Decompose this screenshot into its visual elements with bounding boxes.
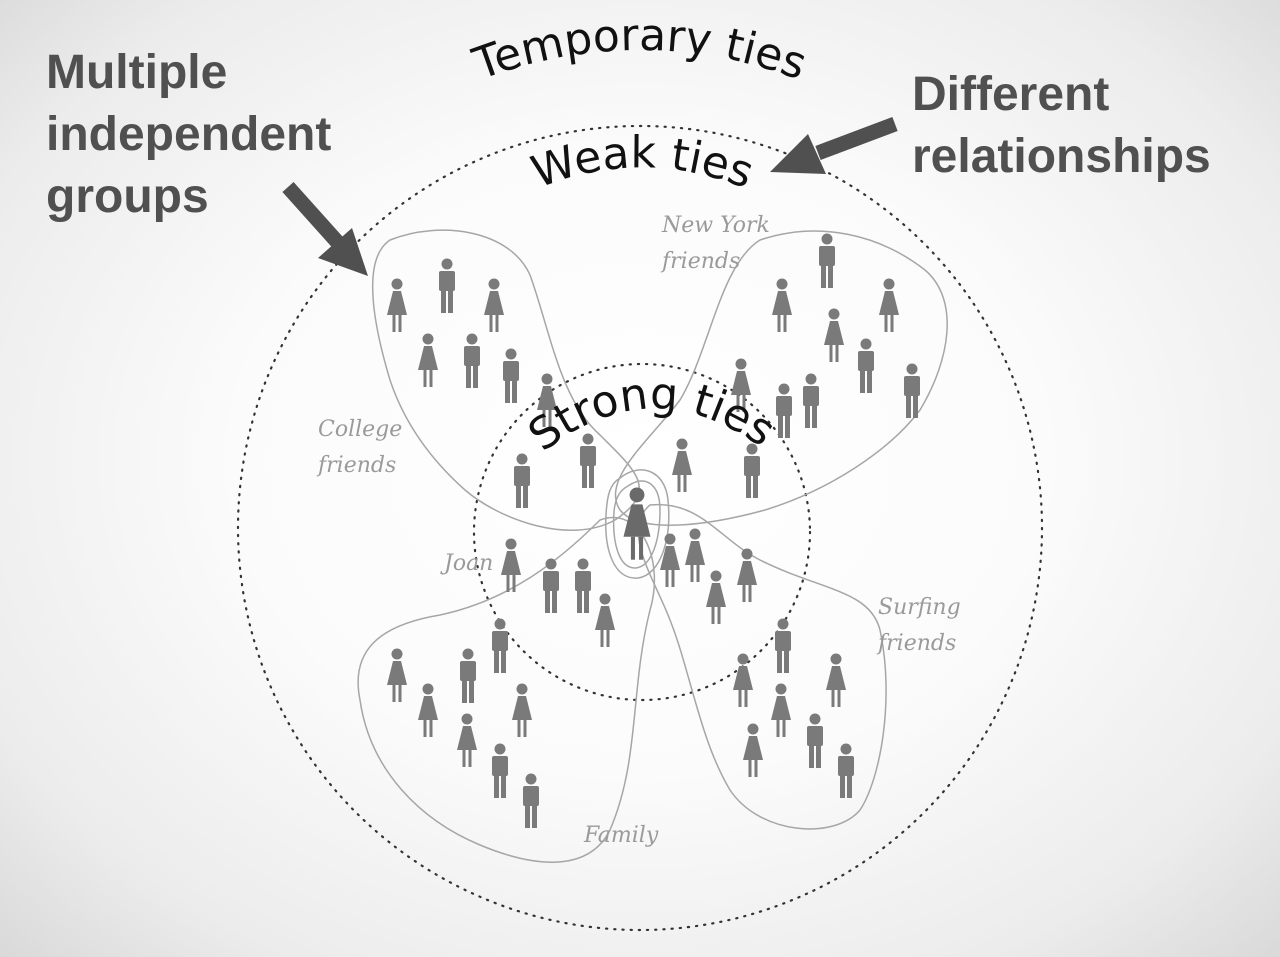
woman-icon	[537, 373, 557, 427]
man-icon	[492, 743, 508, 798]
man-icon	[744, 443, 760, 498]
man-icon	[838, 743, 854, 798]
woman-icon	[879, 278, 899, 332]
woman-icon	[623, 487, 651, 560]
man-icon	[803, 373, 819, 428]
callout-multiple: Multiple	[46, 46, 227, 99]
new-york-friends-outline	[614, 230, 948, 526]
woman-icon	[771, 683, 791, 737]
weak-ties-label: Weak ties	[525, 127, 760, 198]
man-icon	[503, 348, 519, 403]
man-icon	[543, 558, 559, 613]
woman-icon	[672, 438, 692, 492]
woman-icon	[824, 308, 844, 362]
woman-icon	[484, 278, 504, 332]
woman-icon	[706, 570, 726, 624]
woman-icon	[595, 593, 615, 647]
woman-icon	[418, 683, 438, 737]
man-icon	[439, 258, 455, 313]
joan-outline	[605, 469, 670, 579]
man-icon	[514, 453, 530, 508]
man-icon	[464, 333, 480, 388]
woman-icon	[418, 333, 438, 387]
family-outline	[357, 516, 656, 863]
man-icon	[904, 363, 920, 418]
woman-icon	[743, 723, 763, 777]
arrow-left-icon	[282, 181, 368, 276]
surfing-label: Surfing	[878, 595, 961, 620]
woman-icon	[457, 713, 477, 767]
woman-icon	[512, 683, 532, 737]
man-icon	[492, 618, 508, 673]
joan-label: Joan	[440, 551, 493, 576]
college-label: College	[318, 417, 402, 442]
temporary-ties-label: Temporary ties	[466, 10, 813, 91]
new-york-label: New York	[661, 213, 770, 238]
man-icon	[523, 773, 539, 828]
surfing-friends-outline	[637, 503, 887, 830]
woman-icon	[685, 528, 705, 582]
woman-icon	[387, 278, 407, 332]
man-icon	[775, 618, 791, 673]
man-icon	[460, 648, 476, 703]
college-friends-label: friends	[316, 453, 396, 478]
people-layer	[387, 233, 920, 828]
weak-ties-ring	[236, 124, 1044, 932]
woman-icon	[501, 538, 521, 592]
joan-inner-outline	[612, 480, 661, 569]
strong-ties-ring	[472, 362, 812, 702]
callout-different: Different	[912, 68, 1109, 121]
woman-icon	[737, 548, 757, 602]
man-icon	[807, 713, 823, 768]
woman-icon	[387, 648, 407, 702]
callout-groups: groups	[46, 170, 209, 223]
woman-icon	[731, 358, 751, 412]
callout-relationships: relationships	[912, 130, 1211, 183]
family-label: Family	[583, 823, 659, 848]
surfing-friends-label: friends	[876, 631, 956, 656]
new-york-friends-label: friends	[660, 249, 740, 274]
man-icon	[575, 558, 591, 613]
man-icon	[819, 233, 835, 288]
callout-independent: independent	[46, 108, 331, 161]
arrow-right-icon	[770, 116, 898, 174]
woman-icon	[772, 278, 792, 332]
woman-icon	[660, 533, 680, 587]
college-friends-outline	[372, 229, 640, 531]
man-icon	[776, 383, 792, 438]
man-icon	[858, 338, 874, 393]
man-icon	[580, 433, 596, 488]
woman-icon	[826, 653, 846, 707]
woman-icon	[733, 653, 753, 707]
